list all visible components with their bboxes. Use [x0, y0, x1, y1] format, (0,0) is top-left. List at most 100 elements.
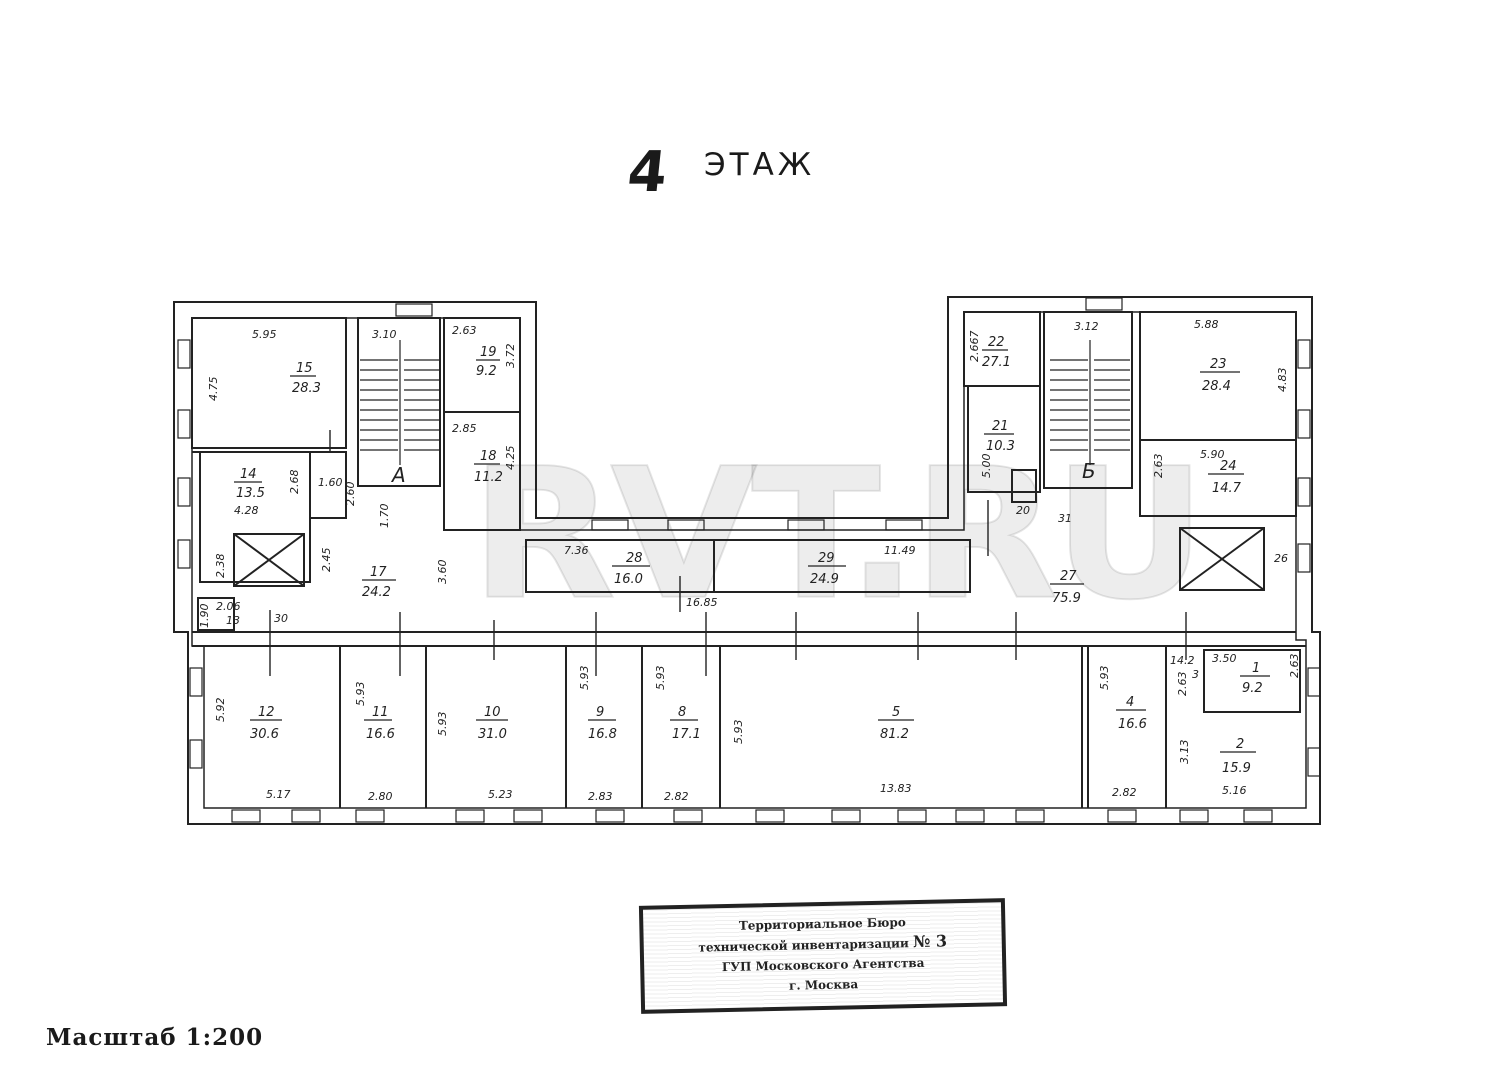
room-8-number: 8: [678, 705, 686, 720]
dim-31: 26: [1274, 552, 1288, 565]
room-4-area: 16.6: [1118, 717, 1147, 732]
room-21-area: 10.3: [986, 439, 1015, 454]
room-21-number: 21: [992, 419, 1009, 434]
room-1-area: 9.2: [1242, 681, 1263, 696]
dim-50: 3: [1192, 668, 1199, 681]
inventory-stamp: Территориальное Бюро технической инвента…: [638, 898, 1008, 1014]
dim-46: 14.2: [1170, 654, 1195, 667]
room-2-area: 15.9: [1222, 761, 1251, 776]
dim-48: 2.63: [1176, 672, 1189, 697]
room-27-number: 27: [1060, 569, 1077, 584]
dim-12: 1.70: [378, 504, 391, 529]
room-8-area: 17.1: [672, 727, 701, 742]
dim-3: 2.63: [452, 324, 477, 337]
scale-label: Масштаб 1:200: [46, 1024, 264, 1051]
dim-34: 5.93: [436, 712, 449, 737]
floor-title: ЭТАЖ: [704, 147, 816, 183]
room-23-number: 23: [1210, 357, 1227, 372]
room-10-area: 31.0: [478, 727, 507, 742]
room-28-number: 28: [626, 551, 643, 566]
dim-19: 7.36: [564, 544, 589, 557]
dim-13: 2.45: [320, 548, 333, 573]
dim-15: 2.06: [216, 600, 241, 613]
room-29-area: 24.9: [810, 572, 839, 587]
dim-47: 3.50: [1212, 652, 1237, 665]
dim-41: 5.23: [488, 788, 513, 801]
dim-38: 5.93: [1098, 666, 1111, 691]
stair-mark-b: Б: [1082, 459, 1096, 483]
dim-36: 5.93: [654, 666, 667, 691]
dim-33: 5.93: [354, 682, 367, 707]
room-14-area: 13.5: [236, 486, 265, 501]
dim-28: 4.83: [1276, 368, 1289, 393]
room-22-number: 22: [988, 335, 1005, 350]
dim-23: 5.00: [980, 454, 993, 479]
room-5-area: 81.2: [880, 727, 909, 742]
dim-45: 2.82: [1112, 786, 1137, 799]
room-9-number: 9: [596, 705, 604, 720]
watermark: RVT.RU: [469, 429, 1208, 641]
dim-21: 11.49: [884, 544, 916, 557]
dim-49: 2.63: [1288, 654, 1301, 679]
dim-44: 13.83: [880, 782, 912, 795]
room-17-area: 24.2: [362, 585, 391, 600]
dim-10: 4.28: [234, 504, 259, 517]
room-5-number: 5: [892, 705, 900, 720]
stamp-line-2-number: № 3: [912, 931, 948, 952]
room-27-area: 75.9: [1052, 591, 1081, 606]
dim-16: 1.90: [198, 604, 211, 629]
room-11-area: 16.6: [366, 727, 395, 742]
room-17-number: 17: [370, 565, 387, 580]
dim-52: 5.16: [1222, 784, 1247, 797]
dim-2: 3.10: [372, 328, 397, 341]
dim-30: 2.63: [1152, 454, 1165, 479]
dim-7: 2.68: [288, 470, 301, 495]
room-28-area: 16.0: [614, 572, 643, 587]
room-10-number: 10: [484, 705, 501, 720]
dim-8: 1.60: [318, 476, 343, 489]
dim-32: 5.92: [214, 698, 227, 723]
dim-17: 13: [226, 614, 240, 627]
room-11-number: 11: [372, 705, 389, 720]
dim-40: 2.80: [368, 790, 393, 803]
interior-walls: [177, 297, 1321, 823]
dim-37: 5.93: [732, 720, 745, 745]
room-15-area: 28.3: [292, 381, 321, 396]
dimension-labels: 5.95 4.75 3.10 2.63 3.72 2.85 4.25 2.68 …: [198, 318, 1301, 803]
room-1-number: 1: [1252, 661, 1260, 676]
room-14-number: 14: [240, 467, 257, 482]
room-12-number: 12: [258, 705, 275, 720]
dim-51: 3.13: [1178, 740, 1191, 765]
dim-25: 31: [1058, 512, 1072, 525]
dim-35: 5.93: [578, 666, 591, 691]
room-19-area: 9.2: [476, 364, 497, 379]
dim-14: 3.60: [436, 560, 449, 585]
room-15-number: 15: [296, 361, 313, 376]
room-29-number: 29: [818, 551, 835, 566]
dim-42: 2.83: [588, 790, 613, 803]
dim-27: 5.88: [1194, 318, 1219, 331]
dim-22: 2.667: [968, 331, 981, 363]
dim-18: 30: [274, 612, 288, 625]
room-18-area: 11.2: [474, 470, 503, 485]
room-24-number: 24: [1220, 459, 1237, 474]
dim-24: 20: [1016, 504, 1030, 517]
dim-5: 2.85: [452, 422, 477, 435]
room-18-number: 18: [480, 449, 497, 464]
dim-4: 3.72: [504, 344, 517, 369]
room-4-number: 4: [1126, 695, 1134, 710]
room-2-number: 2: [1236, 737, 1244, 752]
dim-43: 2.82: [664, 790, 689, 803]
stair-mark-a: А: [390, 463, 406, 487]
dim-39: 5.17: [266, 788, 291, 801]
room-labels: 15 28.3 14 13.5 19 9.2 18 11.2 17 24.2 2…: [234, 335, 1270, 776]
room-19-number: 19: [480, 345, 497, 360]
room-23-area: 28.4: [1202, 379, 1231, 394]
dim-20: 16.85: [686, 596, 718, 609]
dim-26: 3.12: [1074, 320, 1099, 333]
dim-29: 5.90: [1200, 448, 1225, 461]
dim-9: 2.60: [344, 482, 357, 507]
dim-0: 5.95: [252, 328, 277, 341]
stamp-line-2-text: технической инвентаризации: [698, 936, 909, 955]
